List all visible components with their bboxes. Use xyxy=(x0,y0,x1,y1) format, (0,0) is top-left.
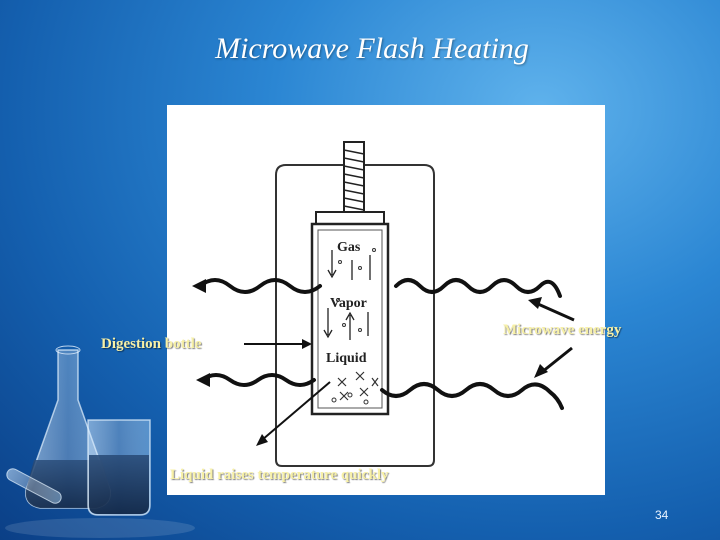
microwave-pointer-up xyxy=(537,302,575,322)
liquid-label: Liquid xyxy=(326,351,367,366)
microwave-wave-upper xyxy=(198,278,562,298)
microwave-wave-lower xyxy=(200,373,564,410)
microwave-pointer-down xyxy=(541,346,573,374)
liquid-raises-label: Liquid raises temperature quickly xyxy=(170,467,389,483)
microwave-energy-label: Microwave energy xyxy=(503,322,622,338)
vapor-label: Vapor xyxy=(330,296,367,311)
lab-glassware-image xyxy=(5,345,195,538)
vessel-housing xyxy=(275,164,435,467)
gas-label: Gas xyxy=(337,240,361,255)
slide-title: Microwave Flash Heating xyxy=(215,32,529,65)
page-number: 34 xyxy=(655,508,669,522)
digestion-bottle xyxy=(310,222,390,416)
digestion-bottle-label: Digestion bottle xyxy=(101,336,202,352)
liquid-pointer xyxy=(261,381,331,441)
